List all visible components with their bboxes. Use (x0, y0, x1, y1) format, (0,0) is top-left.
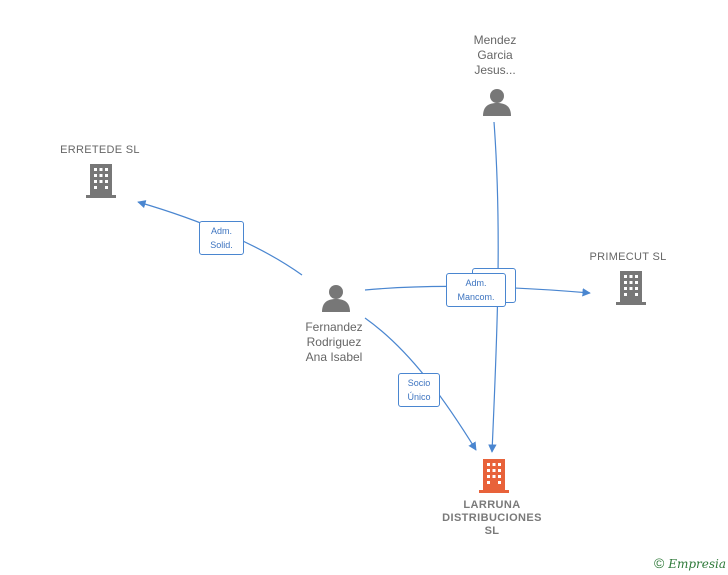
company-name-line: DISTRIBUCIONES (442, 512, 542, 524)
company-name: ERRETEDE SL (60, 144, 140, 156)
edge-label-line: Adm. (465, 278, 487, 288)
person-icon (322, 285, 350, 312)
building-icon (616, 271, 646, 305)
edge-label-adm-mancom[interactable]: Adm. Mancom. (446, 273, 506, 307)
building-icon-main (479, 459, 509, 493)
edge-label-line: Adm. (210, 226, 232, 236)
building-icon (86, 164, 116, 198)
person-icon (483, 89, 511, 116)
edge-label-line: Socio (407, 378, 431, 388)
person-name-line: Mendez (473, 33, 517, 47)
company-name: PRIMECUT SL (589, 251, 667, 263)
company-node-primecut[interactable]: PRIMECUT SL (568, 250, 688, 265)
company-node-larruna[interactable]: LARRUNA DISTRIBUCIONES SL (422, 499, 562, 538)
edge-label-socio-unico[interactable]: Socio Único (398, 373, 440, 407)
edge-label-adm-solid[interactable]: Adm. Solid. (199, 221, 244, 255)
company-name-line: LARRUNA (463, 499, 521, 511)
edge-label-line: Mancom. (457, 292, 495, 302)
person-name-line: Jesus... (474, 63, 516, 77)
person-name-line: Rodriguez (306, 335, 362, 349)
brand-watermark: © Empresia (654, 555, 726, 571)
person-name-line: Fernandez (305, 320, 363, 334)
brand-logo-text: Empresia (668, 557, 726, 571)
edge-label-line: Solid. (210, 240, 233, 250)
person-node-fernandez[interactable]: Fernandez Rodriguez Ana Isabel (284, 320, 384, 365)
copyright-icon: © (653, 555, 665, 571)
edge-label-line: Único (407, 392, 431, 402)
company-name-line: SL (484, 525, 500, 537)
company-node-erretede[interactable]: ERRETEDE SL (40, 143, 160, 158)
person-name-line: Ana Isabel (305, 350, 363, 364)
person-name-line: Garcia (477, 48, 513, 62)
person-node-mendez[interactable]: Mendez Garcia Jesus... (445, 33, 545, 78)
